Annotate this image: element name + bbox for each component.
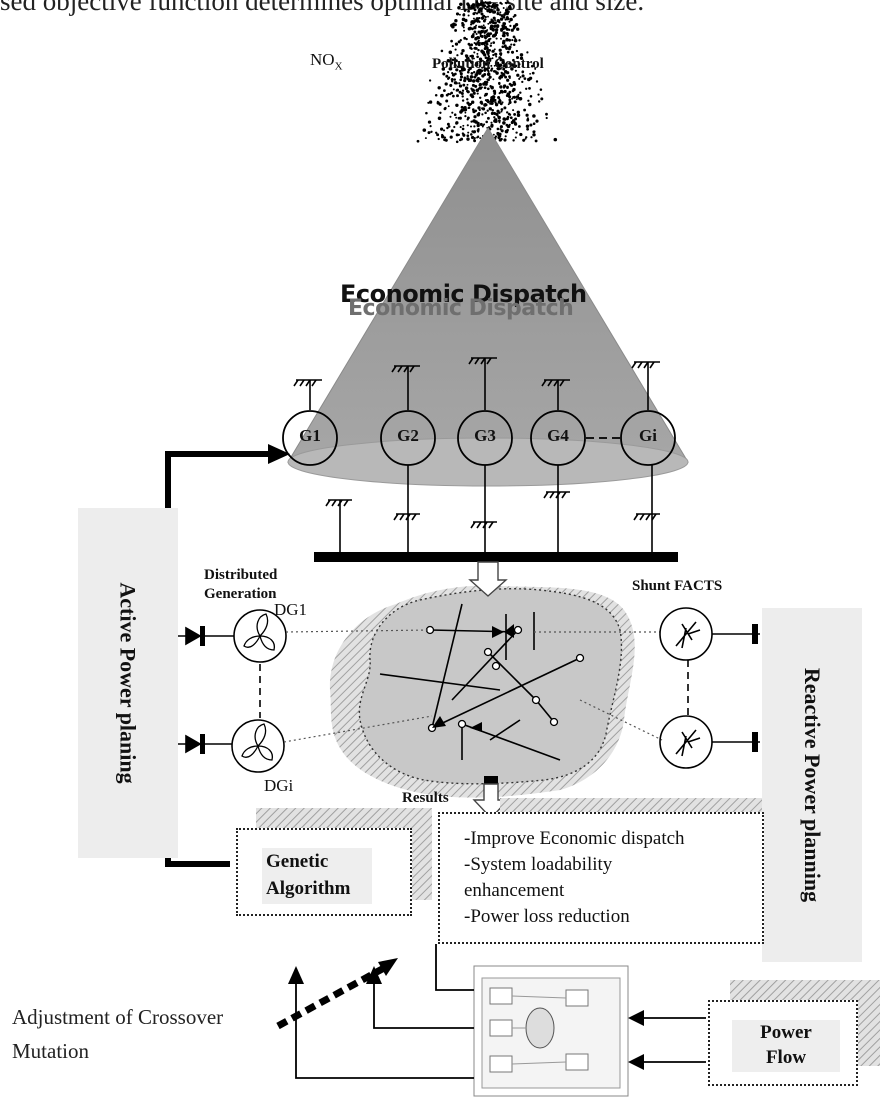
generator-label: G4 bbox=[547, 426, 569, 445]
generator-label: G1 bbox=[299, 426, 321, 445]
pf-line-2: Flow bbox=[765, 1047, 807, 1068]
result-item: -System loadability bbox=[464, 854, 613, 875]
economic-dispatch-shadow-label: Economic Dispatch bbox=[348, 296, 574, 321]
dg-units bbox=[176, 609, 287, 773]
bus-to-network-arrow bbox=[468, 561, 508, 597]
results-shadow bbox=[500, 798, 762, 814]
pollution-cloud bbox=[416, 0, 558, 144]
shunt-facts-units bbox=[659, 607, 760, 769]
result-item: -Improve Economic dispatch bbox=[464, 828, 685, 849]
adjustment-line-2: Mutation bbox=[12, 1039, 89, 1063]
distributed-generation-label: Distributed Generation bbox=[204, 566, 277, 604]
dgi-label: DGi bbox=[264, 776, 294, 795]
generator-label: G2 bbox=[397, 426, 419, 445]
active-power-label: Active Power planing bbox=[116, 582, 141, 784]
generator-label: Gi bbox=[639, 426, 657, 445]
reactive-power-panel: Reactive Power planning bbox=[762, 608, 862, 962]
main-bus-bar bbox=[314, 552, 678, 562]
results-arrow bbox=[472, 776, 510, 820]
shunt-facts-label: Shunt FACTS bbox=[632, 578, 723, 594]
power-flow-box: Power Flow bbox=[708, 1000, 858, 1086]
adjustment-label: Adjustment of Crossover Mutation bbox=[12, 1000, 223, 1068]
active-power-panel: Active Power planing bbox=[78, 508, 178, 858]
result-item: enhancement bbox=[464, 880, 565, 901]
adjustment-arrow bbox=[276, 964, 386, 1030]
ga-line-2: Algorithm bbox=[266, 878, 351, 899]
result-item: -Power loss reduction bbox=[464, 906, 630, 927]
pollution-control-label: Pollution Control bbox=[432, 56, 544, 72]
dg-heading-line-2: Generation bbox=[204, 586, 277, 602]
economic-dispatch-cone bbox=[287, 127, 689, 487]
reactive-power-label: Reactive Power planning bbox=[800, 667, 825, 903]
turbine-icon bbox=[241, 613, 276, 761]
ga-line-1: Genetic bbox=[266, 851, 329, 872]
active-power-arrow bbox=[165, 451, 276, 508]
genetic-algorithm-label: Genetic Algorithm bbox=[262, 848, 372, 904]
generator-label: G3 bbox=[474, 426, 496, 445]
economic-dispatch-label: Economic Dispatch bbox=[340, 280, 587, 308]
dg-heading-line-1: Distributed bbox=[204, 567, 278, 583]
results-box: -Improve Economic dispatch -System loada… bbox=[438, 812, 764, 944]
genetic-algorithm-box: Genetic Algorithm bbox=[236, 828, 412, 916]
adjustment-line-1: Adjustment of Crossover bbox=[12, 1005, 224, 1029]
nox-label: NOX bbox=[310, 50, 343, 73]
pf-line-1: Power bbox=[760, 1022, 812, 1043]
network-region bbox=[329, 585, 635, 798]
generator-ground-wires bbox=[293, 357, 660, 410]
dg1-label: DG1 bbox=[274, 600, 308, 619]
power-flow-diagram-thumbnail bbox=[473, 965, 629, 1097]
power-flow-label: Power Flow bbox=[732, 1020, 840, 1072]
bus-connection-wires bbox=[325, 465, 660, 556]
results-label: Results bbox=[402, 790, 449, 806]
